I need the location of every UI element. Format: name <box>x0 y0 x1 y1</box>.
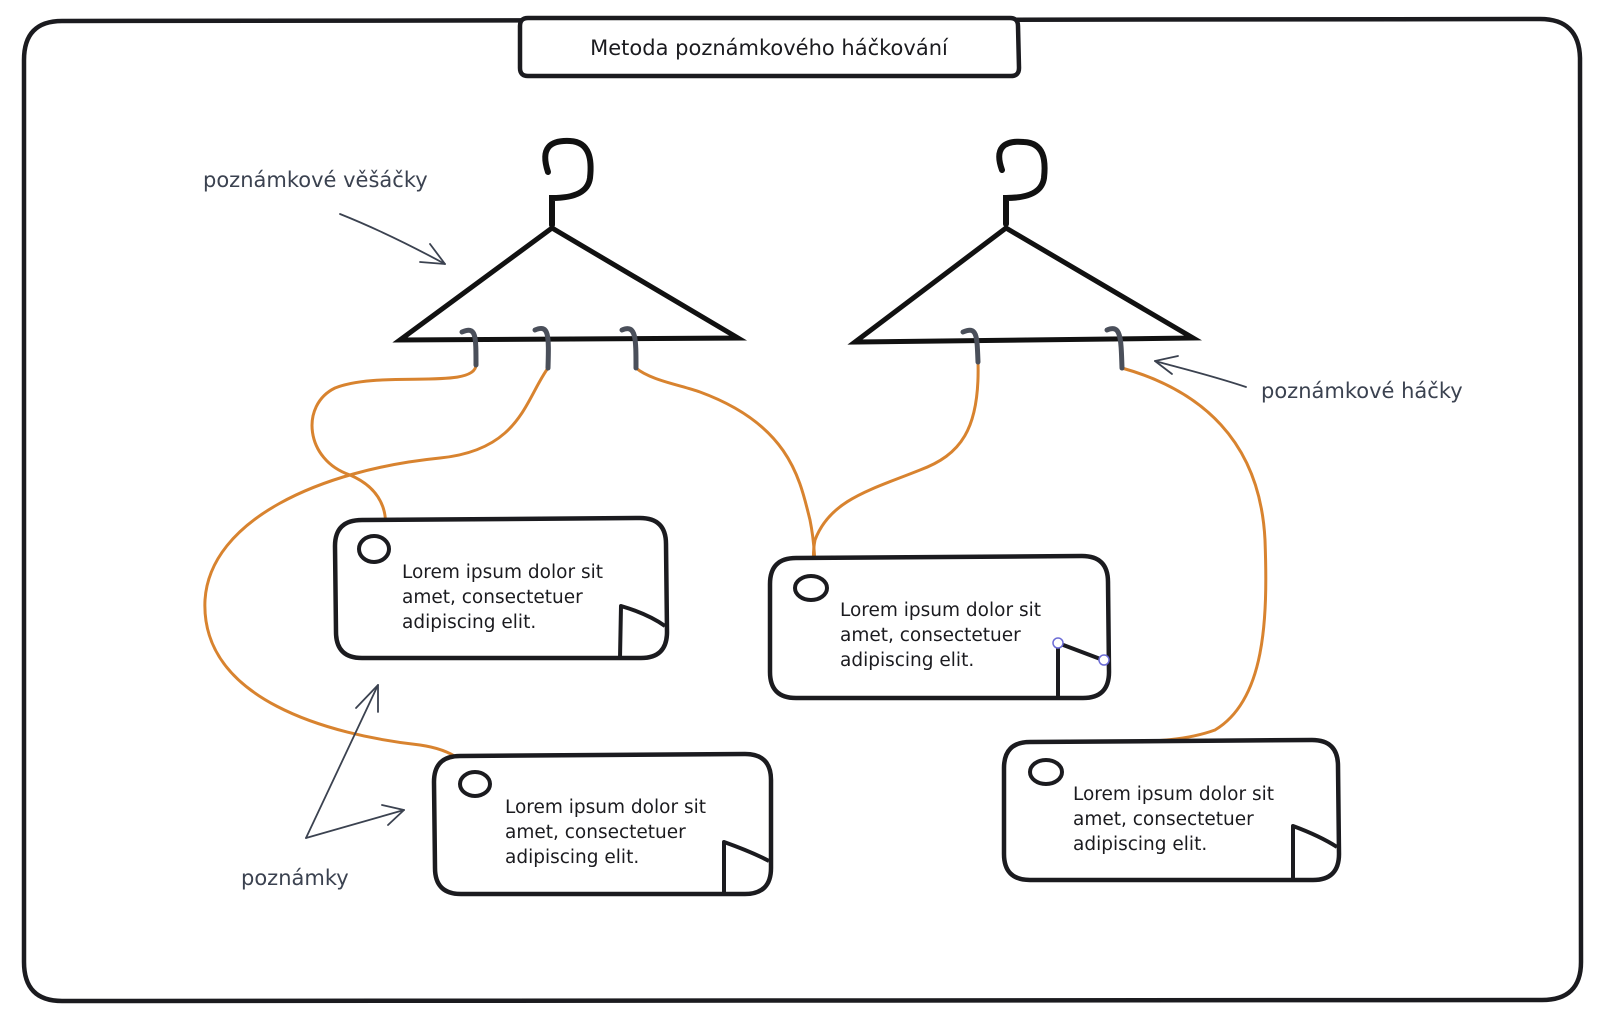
annotation-hooks: poznámkové háčky <box>1261 379 1463 403</box>
string-1 <box>310 363 478 547</box>
note-curl-1 <box>618 604 667 659</box>
outer-frame <box>21 16 1584 1004</box>
note-hole-4 <box>1028 758 1064 786</box>
note-hole-3 <box>458 770 492 798</box>
arrows-to-notes <box>305 684 405 839</box>
arrow-to-hanger <box>339 213 446 265</box>
note-card-1: Lorem ipsum dolor sit amet, consectetuer… <box>332 515 670 661</box>
note-card-3: Lorem ipsum dolor sit amet, consectetuer… <box>431 751 774 897</box>
annotation-hangers: poznámkové věšáčky <box>203 168 428 192</box>
note-3-text: Lorem ipsum dolor sit amet, consectetuer… <box>505 797 712 868</box>
string-2 <box>203 366 550 782</box>
diagram-title: Metoda poznámkového háčkování <box>590 36 949 60</box>
note-card-4: Lorem ipsum dolor sit amet, consectetuer… <box>1001 737 1342 883</box>
strings <box>203 360 1268 782</box>
note-hole-2 <box>793 574 829 602</box>
note-2-text: Lorem ipsum dolor sit amet, consectetuer… <box>840 600 1047 671</box>
note-hole-1 <box>357 534 391 564</box>
note-1-text: Lorem ipsum dolor sit amet, consectetuer… <box>402 562 609 633</box>
note-4-text: Lorem ipsum dolor sit amet, consectetuer… <box>1073 784 1280 855</box>
handle-dot-1 <box>1052 637 1064 649</box>
handle-dot-2 <box>1098 654 1110 666</box>
note-curl-3 <box>722 840 770 894</box>
arrow-to-hook <box>1154 355 1247 388</box>
title-box: Metoda poznámkového háčkování <box>517 15 1022 79</box>
note-card-2: Lorem ipsum dolor sit amet, consectetuer… <box>767 553 1112 701</box>
annotation-notes: poznámky <box>241 866 349 890</box>
hanger-1 <box>392 137 748 371</box>
hanger-2 <box>847 138 1203 371</box>
note-curl-4 <box>1291 824 1339 880</box>
string-4 <box>811 360 980 587</box>
